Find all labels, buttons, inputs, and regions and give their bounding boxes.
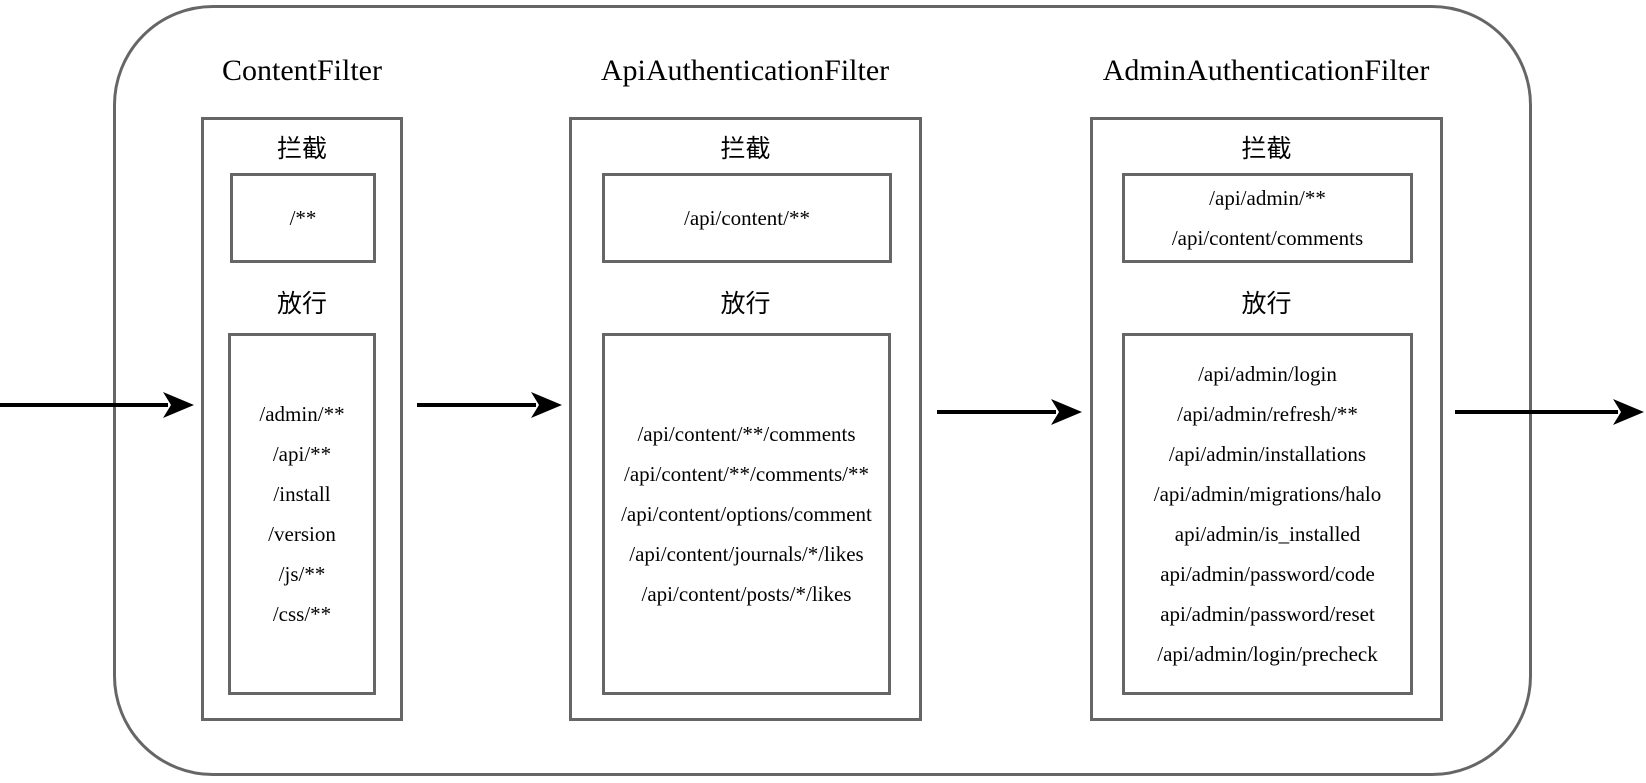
flow-arrow-in-icon	[0, 392, 194, 418]
flow-arrow-1-2-icon	[417, 392, 562, 418]
allow-box: /api/content/**/comments/api/content/**/…	[602, 333, 891, 695]
filter-chain-boundary	[113, 5, 1532, 776]
allow-label: 放行	[720, 290, 771, 318]
filter-title-api-auth: ApiAuthenticationFilter	[600, 54, 890, 87]
intercept-box: /**	[230, 173, 376, 263]
path-item: /api/content/comments	[1171, 226, 1364, 250]
intercept-label: 拦截	[1241, 135, 1292, 163]
path-item: /css/**	[272, 602, 332, 626]
allow-label: 放行	[1241, 290, 1292, 318]
path-item: /api/content/posts/*/likes	[641, 582, 852, 606]
path-item: /api/**	[272, 442, 332, 466]
filter-panel-admin-auth: 拦截 /api/admin/** /api/content/comments 放行…	[1090, 117, 1443, 721]
flow-arrow-2-3-icon	[937, 399, 1082, 425]
path-item: /api/content/**/comments/**	[624, 462, 869, 486]
intercept-label: 拦截	[720, 135, 771, 163]
intercept-box: /api/admin/** /api/content/comments	[1122, 173, 1413, 263]
filter-title-content: ContentFilter	[222, 54, 382, 87]
path-item: /api/content/**	[684, 206, 810, 230]
path-item: /api/content/**/comments	[637, 422, 856, 446]
path-item: /api/admin/**	[1209, 186, 1326, 210]
filter-title-admin-auth: AdminAuthenticationFilter	[1102, 54, 1430, 87]
allow-box: /api/admin/login/api/admin/refresh/** /ap…	[1122, 333, 1413, 695]
path-item: /version	[268, 522, 336, 546]
filter-panel-content: 拦截 /** 放行 /admin/** /api/** /install/versi…	[201, 117, 403, 721]
path-item: /api/admin/installations	[1168, 442, 1367, 466]
intercept-label: 拦截	[276, 135, 327, 163]
allow-label: 放行	[276, 290, 327, 318]
intercept-box: /api/content/**	[602, 173, 892, 263]
path-item: /api/admin/refresh/**	[1177, 402, 1358, 426]
path-item: api/admin/password/reset	[1160, 602, 1375, 626]
path-item: /**	[289, 206, 317, 230]
filter-panel-api-auth: 拦截 /api/content/** 放行 /api/content/**/co…	[569, 117, 922, 721]
path-item: /api/content/options/comment	[621, 502, 872, 526]
path-item: /api/content/journals/*/likes	[629, 542, 864, 566]
path-item: /js/**	[278, 562, 326, 586]
path-item: api/admin/password/code	[1160, 562, 1375, 586]
allow-box: /admin/** /api/** /install/version/js/** /c…	[228, 333, 376, 695]
path-item: /admin/**	[259, 402, 345, 426]
path-item: /api/admin/migrations/halo	[1153, 482, 1382, 506]
path-item: /api/admin/login/precheck	[1157, 642, 1378, 666]
path-item: /install	[273, 482, 331, 506]
path-item: api/admin/is_installed	[1174, 522, 1361, 546]
flow-arrow-out-icon	[1455, 399, 1644, 425]
path-item: /api/admin/login	[1198, 362, 1337, 386]
